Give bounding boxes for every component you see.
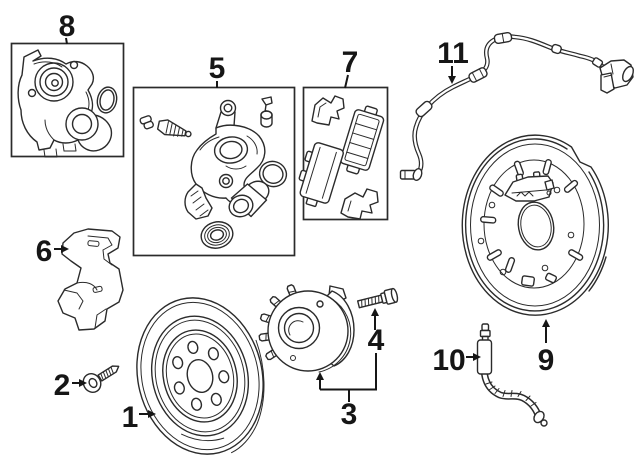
callout-3-bracket [319, 353, 377, 402]
callout-8-line [65, 37, 68, 45]
caliper-guide-bolt-drawing [260, 96, 273, 128]
parking-brake-actuator-drawing [17, 49, 118, 158]
callout-6-arrowhead [61, 245, 69, 253]
part-label-8: 8 [59, 10, 76, 43]
callout-11-arrowhead [448, 76, 456, 84]
callout-2: 2 [54, 369, 87, 402]
callout-9: 9 [538, 319, 555, 377]
part-label-10: 10 [432, 344, 465, 377]
retaining-screw-drawing [82, 365, 120, 393]
bleeder-valve-drawing [156, 119, 192, 138]
callout-8: 8 [59, 10, 76, 45]
harness-grommet-2 [468, 67, 488, 83]
part-label-3: 3 [341, 398, 358, 431]
part-label-5: 5 [209, 52, 226, 85]
piston-seal-drawing [258, 160, 288, 188]
harness-grommet-1 [415, 100, 433, 118]
caliper-piston-drawing [228, 180, 270, 218]
callout-4-arrowhead [371, 308, 379, 316]
rotor-lug-holes [172, 340, 230, 411]
callout-11: 11 [437, 37, 469, 84]
caliper-bracket-drawing [57, 228, 124, 331]
brake-pad-right-drawing [339, 105, 385, 175]
part-5-box [132, 86, 296, 257]
callout-1: 1 [122, 401, 156, 434]
part-label-1: 1 [122, 401, 139, 434]
part-label-9: 9 [538, 344, 555, 377]
parking-brake-bracket-drawing [504, 171, 555, 202]
bleeder-cap-drawing [139, 115, 154, 130]
pad-retainer-clip-top-drawing [311, 95, 345, 126]
harness-connector-drawing [399, 167, 423, 182]
hub-bearing-drawing [258, 284, 355, 373]
callout-10-arrowhead [473, 353, 481, 361]
callout-2-arrowhead [79, 379, 87, 387]
stud-bolt-drawing [356, 287, 399, 309]
callout-3: 3 [316, 353, 377, 431]
part-7-group [298, 86, 389, 221]
harness-grommet-3 [493, 31, 513, 45]
callout-6: 6 [36, 235, 69, 268]
pad-retainer-clip-bottom-drawing [340, 188, 379, 220]
backing-plate-holes [477, 186, 575, 276]
callout-9-arrowhead [542, 319, 550, 327]
abs-sensor-harness-drawing [399, 31, 634, 182]
callout-3-arrowhead [316, 372, 324, 380]
callout-1-arrowhead [148, 410, 156, 418]
callout-10: 10 [432, 344, 481, 377]
part-label-2: 2 [54, 369, 71, 402]
hose-end-fitting [533, 410, 548, 427]
harness-clip [551, 43, 562, 55]
brake-rotor-drawing [136, 297, 265, 455]
backing-plate-slots [480, 159, 584, 287]
callout-5: 5 [209, 52, 226, 88]
piston-dust-boot-drawing [200, 221, 234, 249]
brake-hose-drawing [476, 323, 548, 427]
callout-4: 4 [368, 308, 385, 357]
part-5-group [132, 86, 296, 257]
backing-plate-drawing [461, 134, 609, 316]
part-label-11: 11 [437, 37, 469, 70]
wheel-speed-sensor-head-drawing [591, 57, 634, 94]
callout-7: 7 [342, 46, 359, 89]
part-label-7: 7 [342, 46, 359, 79]
part-label-4: 4 [368, 324, 385, 357]
brake-pad-left-drawing [298, 142, 344, 208]
callout-7-line [344, 74, 349, 89]
part-label-6: 6 [36, 235, 53, 268]
caliper-body-drawing [184, 99, 266, 220]
o-ring-seal-drawing [96, 86, 118, 114]
part-8-group [10, 42, 125, 158]
